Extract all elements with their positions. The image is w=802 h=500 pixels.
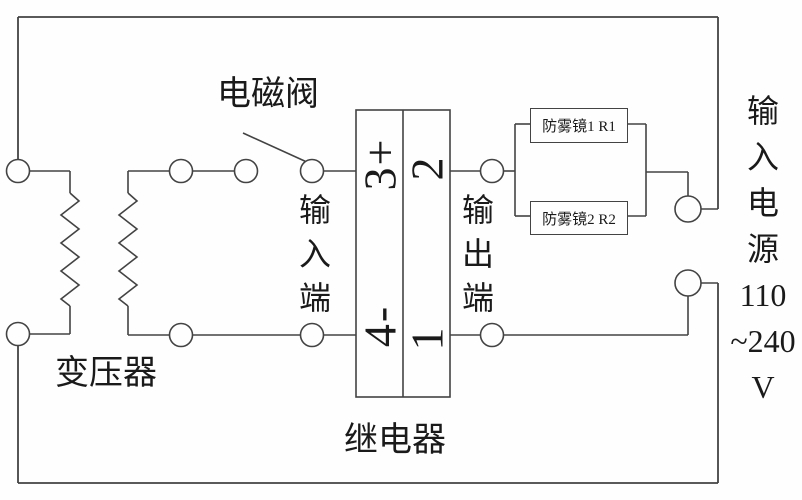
transformer-symbol	[30, 170, 169, 336]
relay-terminal-2: 2	[401, 155, 453, 181]
relay-terminal-1: 1	[401, 325, 453, 351]
power-label-line-6: ~240	[730, 323, 796, 359]
relay-terminal-4-minus: 4-	[354, 304, 406, 348]
relay-terminal-3-plus: 3+	[354, 137, 406, 191]
primary-winding-zigzag	[59, 192, 81, 307]
mirror-network-wires	[514, 123, 689, 217]
power-input-terminals	[674, 195, 718, 335]
terminal-circle-switch-right	[299, 158, 325, 184]
terminal-circle-switch-left	[233, 158, 259, 184]
solenoid-valve-label: 电磁阀	[217, 76, 319, 113]
power-label-line-4: 源	[746, 231, 779, 267]
relay-input-row	[168, 132, 356, 348]
power-label-line-7: V	[751, 369, 775, 405]
output-terminal-label: 输出端	[461, 192, 494, 316]
mirror1-box: 防雾镜1 R1	[530, 108, 628, 143]
mirror1-label: 防雾镜1 R1	[542, 119, 616, 135]
power-terminal-circle-top	[674, 195, 702, 223]
relay-output-row	[450, 158, 688, 348]
power-label-line-5: 110	[739, 277, 787, 313]
switch-blade	[242, 132, 310, 164]
outer-loop-wires	[17, 16, 719, 484]
power-label-line-2: 入	[746, 139, 779, 175]
terminal-circle-input-bottom	[299, 322, 325, 348]
terminal-circle-left-top	[5, 158, 31, 184]
secondary-winding-zigzag	[117, 192, 139, 307]
terminal-circle-output-bottom	[479, 322, 505, 348]
terminal-circle-left-bottom	[5, 321, 31, 347]
terminal-circle-secondary-top	[168, 158, 194, 184]
transformer-label: 变压器	[55, 355, 157, 392]
mirror2-box: 防雾镜2 R2	[530, 201, 628, 235]
mirror2-label: 防雾镜2 R2	[542, 211, 616, 228]
relay-box-symbol	[355, 109, 451, 398]
power-label-line-1: 输	[746, 93, 779, 129]
power-label-line-3: 电	[746, 185, 779, 221]
power-supply-label: 输 入 电 源 110 ~240 V	[723, 88, 802, 410]
terminal-circle-output-top	[479, 158, 505, 184]
relay-label: 继电器	[344, 422, 446, 459]
power-terminal-circle-bottom	[674, 269, 702, 297]
terminal-circle-secondary-bottom	[168, 322, 194, 348]
input-terminal-label: 输入端	[298, 192, 331, 316]
